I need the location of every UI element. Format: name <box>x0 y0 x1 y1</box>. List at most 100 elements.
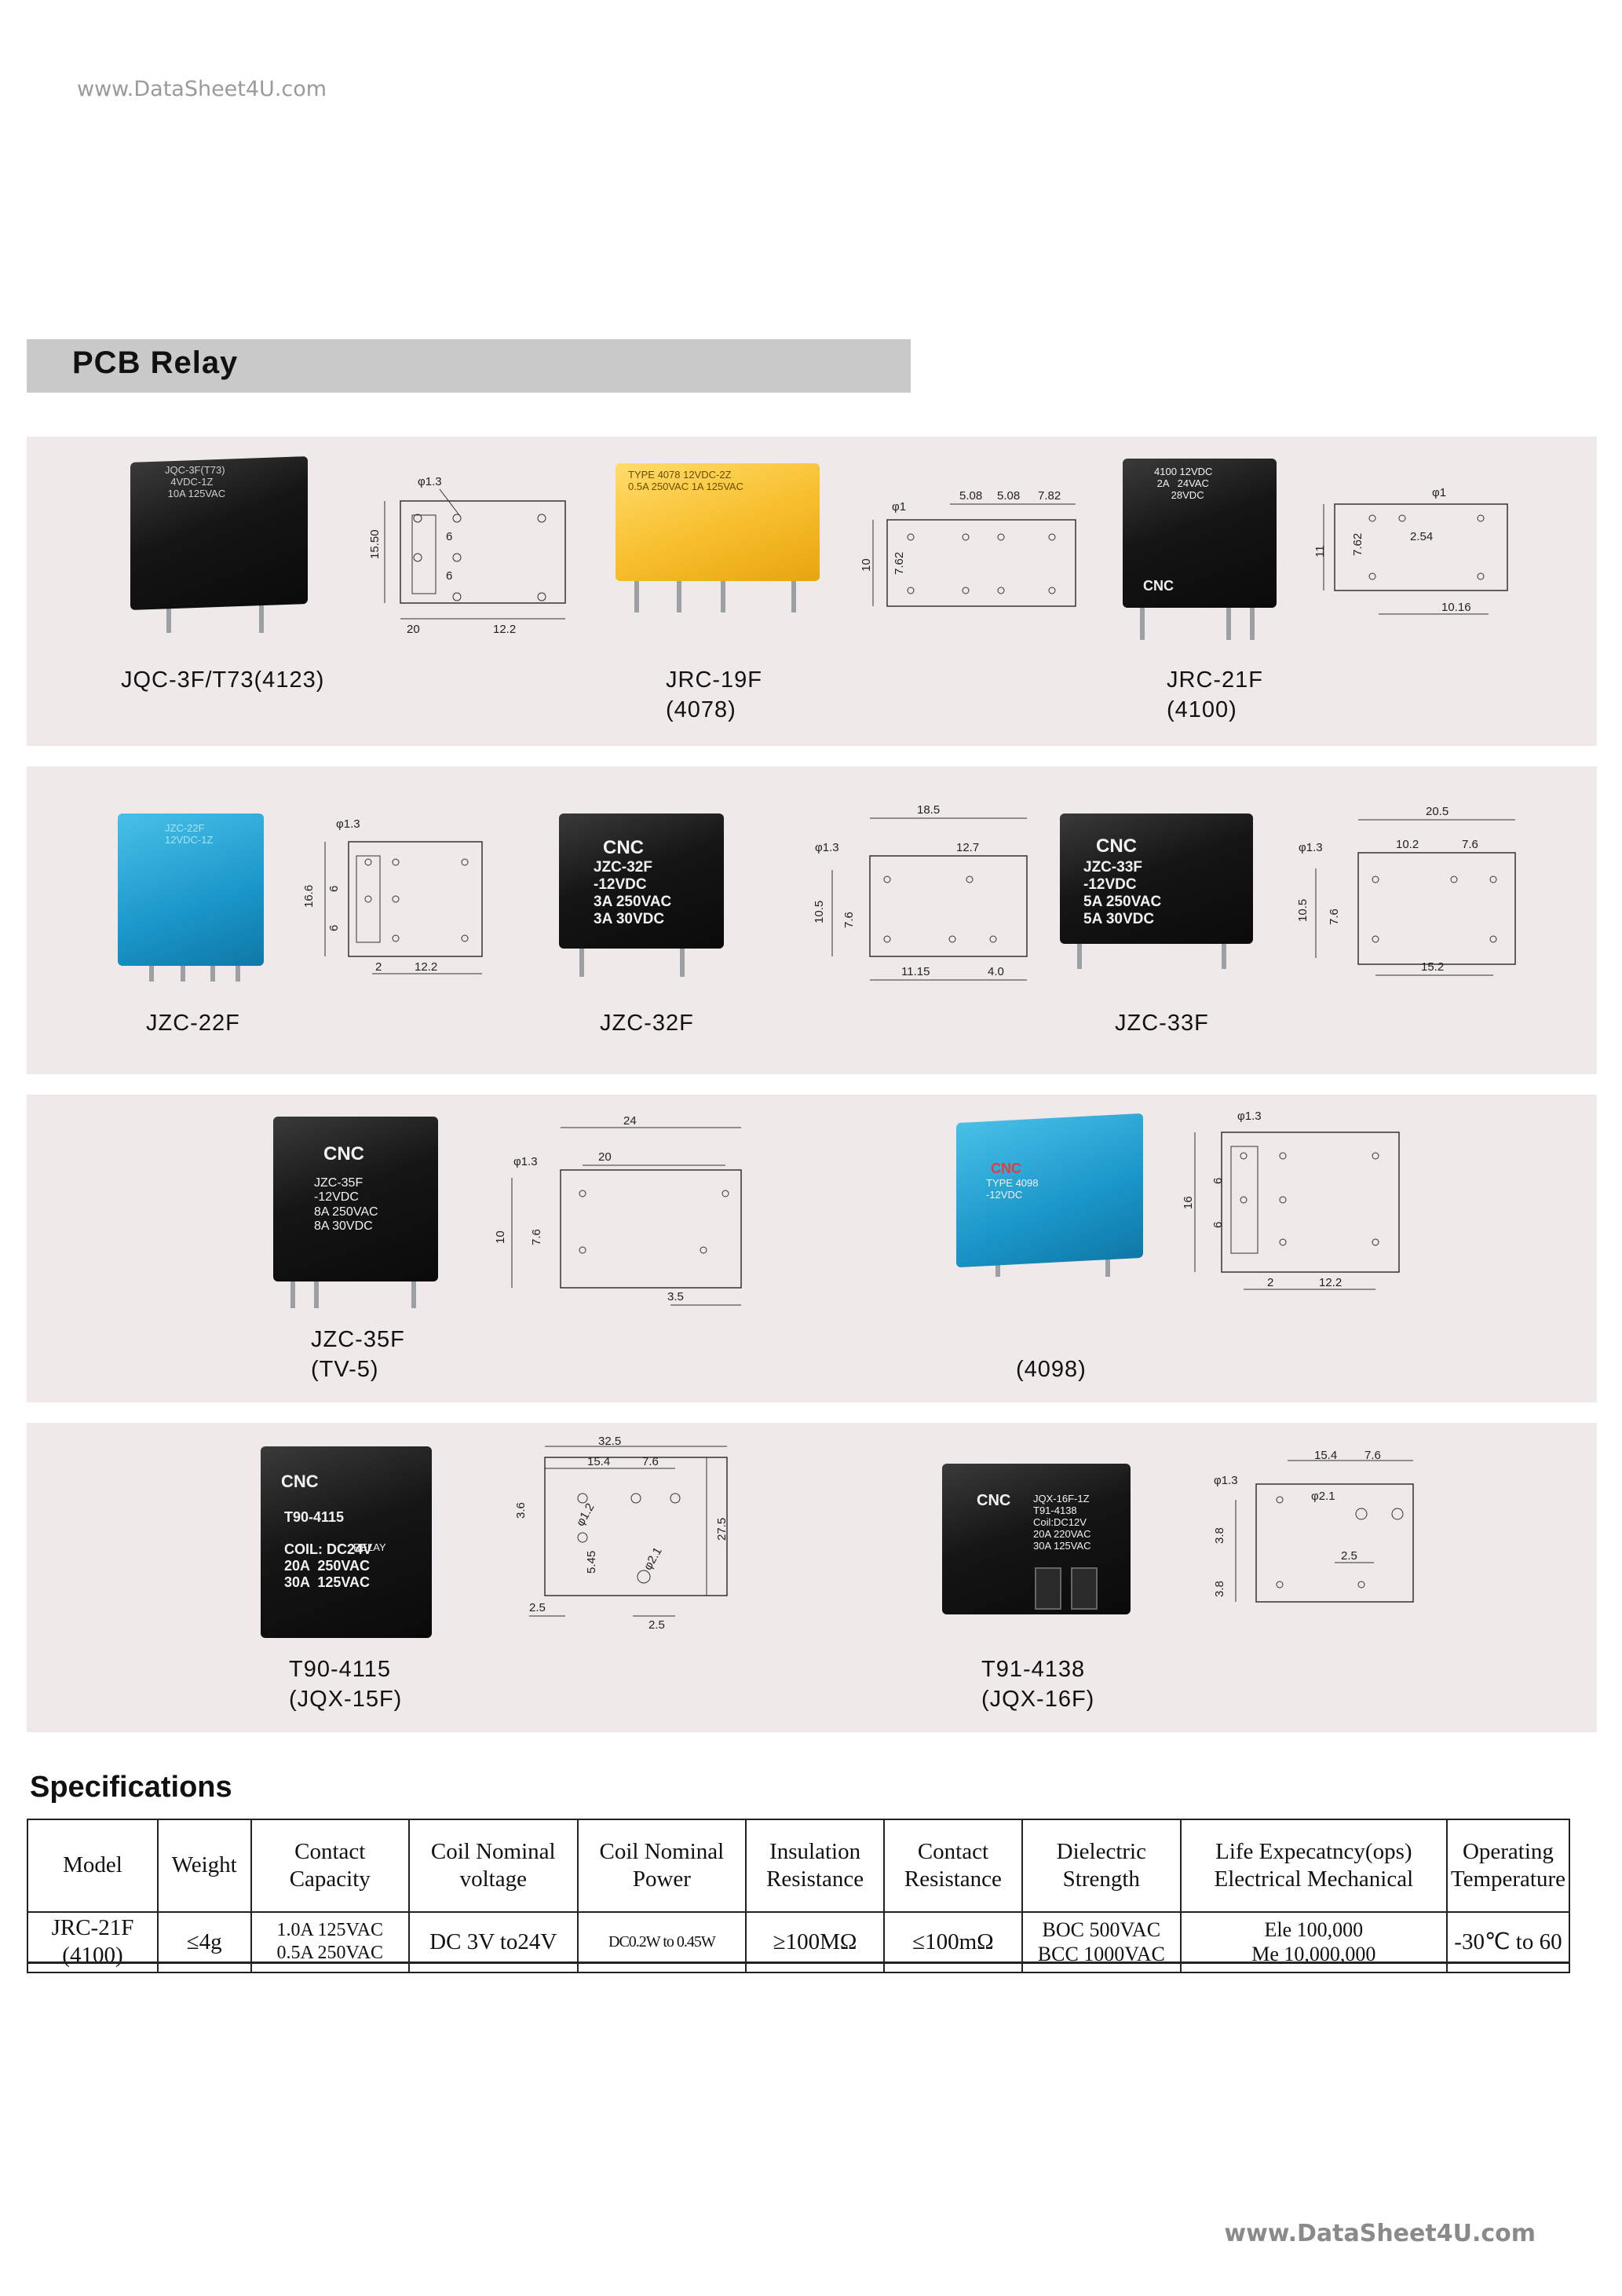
dim-label: 4.0 <box>988 965 1004 978</box>
dimension-diagram: φ1 5.08 5.08 7.82 10 7.62 <box>856 481 1091 618</box>
relay-print-text: T90-4115 COIL: DC24V 20A 250VAC 30A 125V… <box>284 1509 373 1590</box>
table-bottom-rule <box>27 1961 1570 1964</box>
relay-label: JZC-33F <box>1115 1011 1209 1036</box>
col-header-life-expectancy: Life Expecatncy(ops) Electrical Mechanic… <box>1179 1819 1448 1913</box>
dim-label: 5.45 <box>585 1551 598 1574</box>
dim-label: 7.6 <box>1328 909 1341 925</box>
dim-label: 12.2 <box>415 960 437 974</box>
watermark-top: www.DataSheet4U.com <box>77 77 327 101</box>
relay-label: JRC-19F (4078) <box>666 667 763 722</box>
relay-label: (4098) <box>1016 1357 1087 1382</box>
relay-print-text: JZC-22F 12VDC-1Z <box>165 822 214 846</box>
dim-label: 10.2 <box>1396 838 1419 851</box>
dimension-diagram: φ1.3 16 6 6 2 12.2 <box>1181 1107 1416 1307</box>
dim-label: φ1 <box>1432 486 1446 499</box>
dim-label: 6 <box>446 530 452 543</box>
dimension-diagram: 24 φ1.3 20 10 7.6 3.5 <box>490 1114 757 1315</box>
table-header-row: Model Weight Contact Capacity Coil Nomin… <box>27 1819 1571 1913</box>
brand-logo: CNC <box>1096 835 1137 857</box>
dim-label: φ1.3 <box>1237 1110 1262 1123</box>
dim-label: 20 <box>407 623 420 636</box>
brand-logo: CNC <box>1143 578 1174 594</box>
col-header-dielectric: Dielectric Strength <box>1021 1819 1182 1913</box>
dim-label: 2 <box>1267 1276 1273 1289</box>
dimension-diagram: 20.5 φ1.3 10.2 7.6 10.5 7.6 15.2 <box>1288 801 1523 985</box>
relay-print-text: JZC-32F -12VDC 3A 250VAC 3A 30VDC <box>594 859 672 927</box>
dimension-diagram: φ1.3 15.50 6 6 20 12.2 <box>368 470 581 646</box>
relay-label: T91-4138 (JQX-16F) <box>981 1657 1095 1712</box>
dim-label: 10.16 <box>1441 601 1471 614</box>
dim-label: 7.6 <box>1364 1449 1381 1462</box>
relay-label: JQC-3F/T73(4123) <box>121 667 325 693</box>
dim-label: 20 <box>598 1150 612 1164</box>
dim-label: φ1.3 <box>418 475 442 488</box>
brand-logo: CNC <box>991 1161 1021 1176</box>
dim-label: 6 <box>1211 1178 1225 1184</box>
dim-label: φ1.3 <box>1214 1474 1238 1487</box>
dim-label: 7.6 <box>842 912 856 928</box>
dim-label: 27.5 <box>715 1518 729 1541</box>
dim-label: 10.5 <box>813 901 826 923</box>
dim-label: φ1 <box>892 500 906 514</box>
col-header-temperature: Operating Temperature <box>1445 1819 1571 1913</box>
brand-logo: CNC <box>977 1492 1011 1509</box>
dim-label: 5.08 <box>997 489 1020 503</box>
relay-sub-text: RELAY <box>353 1541 386 1553</box>
dim-label: 10.5 <box>1296 899 1310 922</box>
dim-label: 7.82 <box>1038 489 1061 503</box>
dim-label: 2 <box>375 960 382 974</box>
dimension-diagram: φ1.3 16.6 6 6 2 12.2 <box>294 817 498 993</box>
relay-label: JRC-21F (4100) <box>1167 667 1264 722</box>
dim-label: 2.5 <box>648 1618 665 1632</box>
dim-label: 24 <box>623 1115 637 1128</box>
relay-label: T90-4115 (JQX-15F) <box>289 1657 403 1712</box>
dim-label: φ1.3 <box>336 817 360 831</box>
brand-logo: CNC <box>603 837 644 858</box>
dim-label: φ2.1 <box>641 1545 665 1573</box>
col-header-model: Model <box>27 1819 159 1913</box>
relay-print-text: TYPE 4098 -12VDC <box>986 1177 1039 1201</box>
section-title: PCB Relay <box>72 345 239 380</box>
dim-label: 6 <box>1211 1222 1225 1228</box>
dim-label: 11 <box>1316 545 1327 558</box>
dim-label: φ1.3 <box>1299 841 1323 854</box>
dim-label: 3.6 <box>514 1502 528 1519</box>
dim-label: 16.6 <box>302 885 316 908</box>
relay-print-text: JQC-3F(T73) 4VDC-1Z 10A 125VAC <box>165 464 226 499</box>
dim-label: 6 <box>327 886 341 892</box>
watermark-bottom: www.DataSheet4U.com <box>1224 2220 1536 2247</box>
relay-print-text: TYPE 4078 12VDC-2Z 0.5A 250VAC 1A 125VAC <box>628 469 743 492</box>
col-header-coil-voltage: Coil Nominal voltage <box>407 1819 579 1913</box>
dim-label: 20.5 <box>1426 805 1448 818</box>
dim-label: 12.7 <box>956 841 979 854</box>
relay-print-text: 4100 12VDC 2A 24VAC 28VDC <box>1154 466 1213 501</box>
dim-label: 7.6 <box>642 1455 659 1468</box>
dimension-diagram: φ1 11 7.62 2.54 10.16 <box>1313 481 1520 634</box>
relay-print-text: JQX-16F-1Z T91-4138 Coil:DC12V 20A 220VA… <box>1033 1493 1091 1552</box>
relay-label: JZC-35F (TV-5) <box>311 1327 405 1382</box>
dim-label: 5.08 <box>959 489 982 503</box>
dim-label: 6 <box>327 925 341 931</box>
dim-label: φ2.1 <box>1311 1490 1335 1503</box>
specifications-table: Model Weight Contact Capacity Coil Nomin… <box>27 1819 1571 1973</box>
col-header-coil-power: Coil Nominal Power <box>576 1819 747 1913</box>
dim-label: 10 <box>860 558 873 572</box>
dim-label: 18.5 <box>917 803 940 817</box>
dim-label: 3.5 <box>667 1290 684 1303</box>
specifications-title: Specifications <box>30 1771 232 1804</box>
dim-label: 15.4 <box>1314 1449 1337 1462</box>
dim-label: 7.6 <box>530 1229 543 1245</box>
dim-label: 16 <box>1182 1196 1195 1209</box>
dimension-diagram: 15.4 7.6 φ1.3 φ2.1 3.8 3.8 2.5 <box>1193 1445 1429 1629</box>
col-header-insulation: Insulation Resistance <box>745 1819 886 1913</box>
dim-label: 32.5 <box>598 1435 621 1448</box>
dim-label: 7.62 <box>1351 533 1364 556</box>
dim-label: 11.15 <box>901 965 930 978</box>
col-header-weight: Weight <box>156 1819 252 1913</box>
dim-label: 15.50 <box>369 529 382 559</box>
dim-label: φ1.3 <box>513 1155 538 1168</box>
dim-label: 7.6 <box>1462 838 1478 851</box>
relay-panel-2 <box>27 766 1597 1074</box>
dim-label: 7.62 <box>893 552 906 575</box>
dim-label: 12.2 <box>493 623 516 636</box>
